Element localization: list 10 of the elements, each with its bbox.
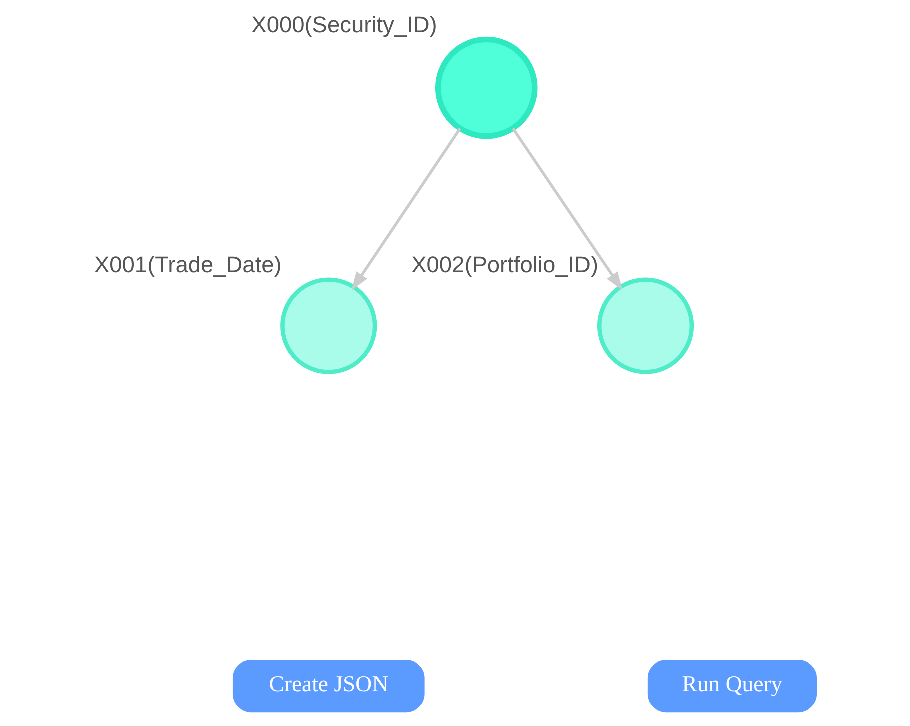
node-box: Create JSON <box>232 660 425 713</box>
node-label: X001(Trade_Date) <box>94 251 282 278</box>
node-box: Run Query <box>648 660 818 713</box>
node-circle <box>597 278 694 374</box>
arrow <box>512 128 623 291</box>
node-label: X002(Portfolio_ID) <box>412 251 599 278</box>
node-circle <box>435 36 538 140</box>
node-label: X000(Security_ID) <box>252 11 438 38</box>
arrow <box>352 128 462 291</box>
node-circle <box>280 278 378 374</box>
